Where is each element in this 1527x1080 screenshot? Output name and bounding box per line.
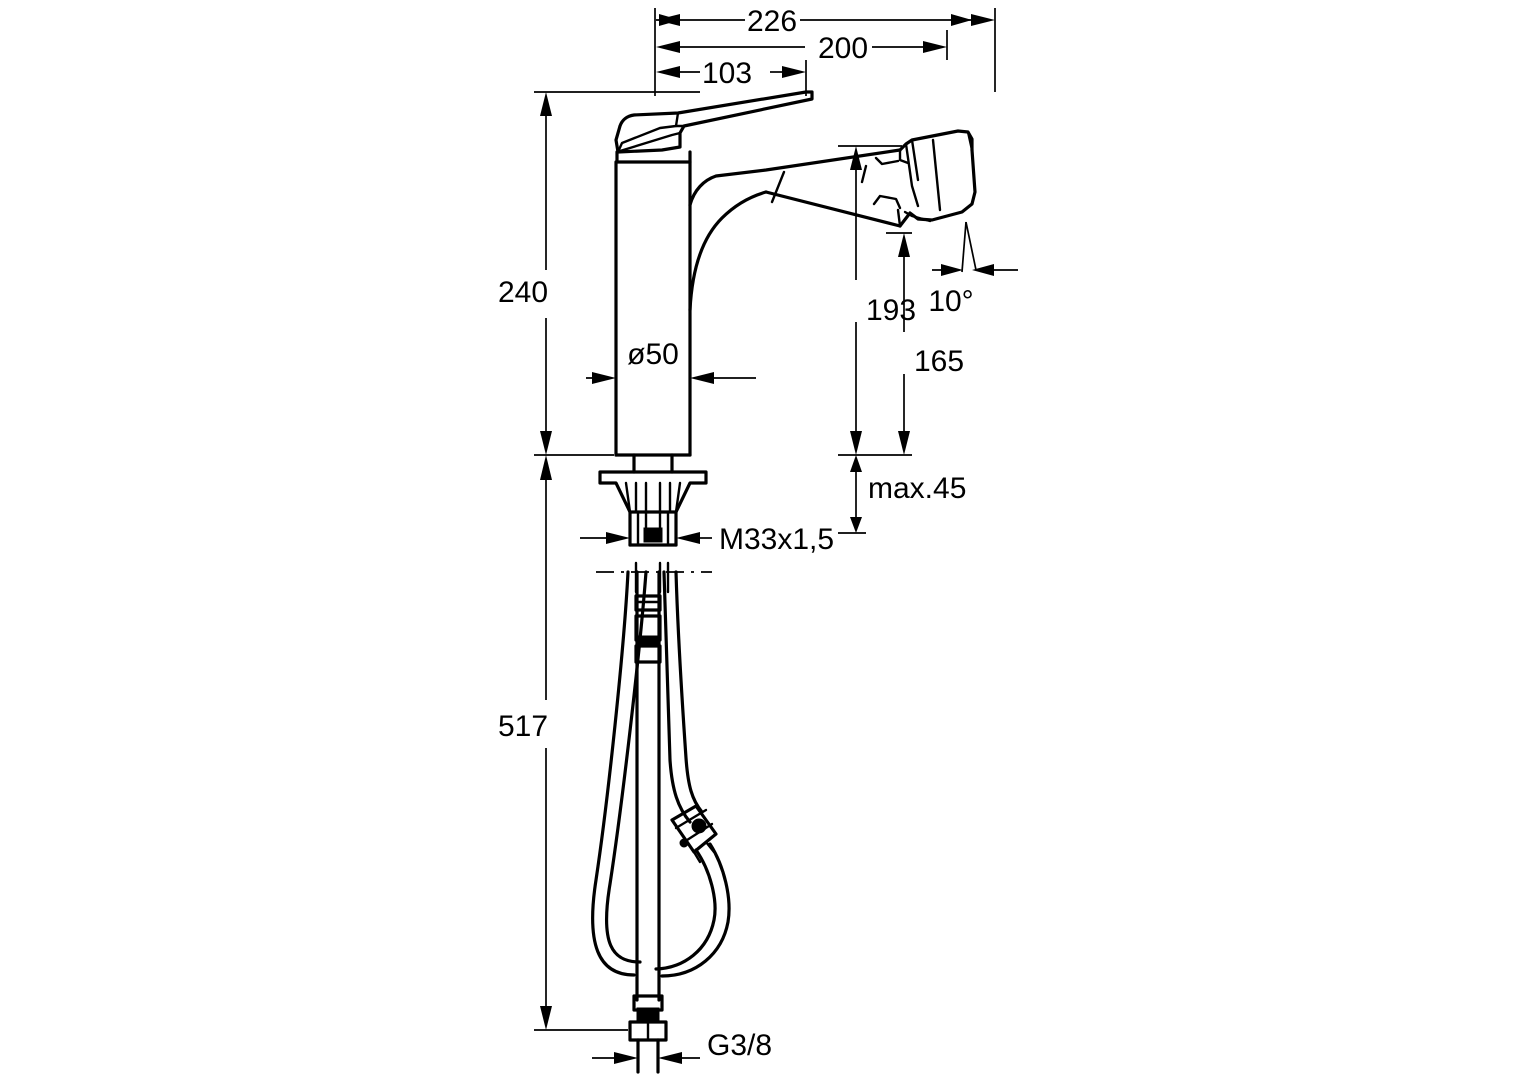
dimension-226: 226 [656,5,995,38]
faucet-geometry [591,90,977,1074]
dimension-193: 193 [850,146,916,455]
dim-label-diameter-50: ø50 [627,338,679,371]
dimension-diameter-50: ø50 [586,338,756,384]
dimension-G38: G3/8 [592,1029,772,1064]
dim-label-165: 165 [914,345,964,378]
dim-label-226: 226 [747,5,797,38]
dimension-517: 517 [498,455,628,1031]
spout-arm [688,148,902,228]
dimension-M33: M33x1,5 [580,523,834,556]
dimension-240: 240 [498,92,552,455]
dim-label-10-degrees: 10° [928,285,973,318]
supply-pipe [628,570,668,1074]
dimension-165: 165 [898,233,964,455]
pullout-hose [591,570,731,978]
dim-label-193: 193 [866,294,916,327]
dimension-annotations: 226 200 103 240 [498,5,1018,1064]
handle-mount [615,150,692,164]
spray-head [872,129,977,228]
dimension-200: 200 [656,32,947,65]
dim-label-G38: G3/8 [707,1029,772,1062]
dimension-103: 103 [656,57,806,90]
dim-label-M33: M33x1,5 [719,523,834,556]
dim-label-max-45: max.45 [868,472,966,505]
base-flange [598,453,708,514]
dim-label-240: 240 [498,276,548,309]
valve-body [614,160,768,457]
dim-label-103: 103 [702,57,752,90]
dim-label-517: 517 [498,710,548,743]
threaded-shank [628,510,678,547]
section-break [596,561,712,594]
dimension-max-45: max.45 [838,455,966,534]
dimension-10-degrees: 10° [928,221,1018,318]
lever-handle [614,90,814,154]
dim-label-200: 200 [818,32,868,65]
